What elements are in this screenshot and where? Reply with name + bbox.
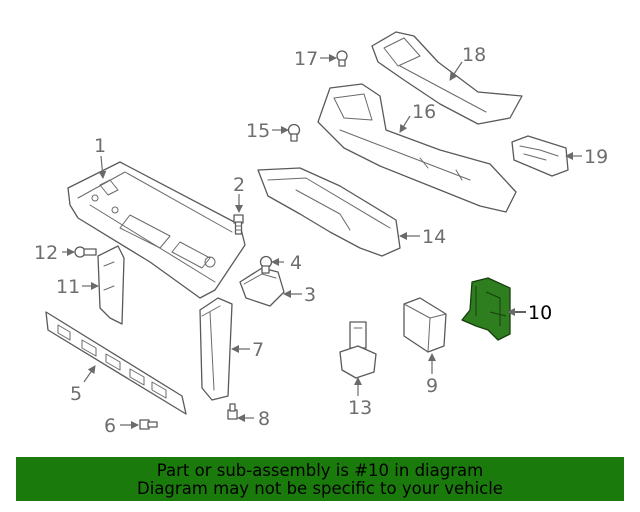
leader-18 — [449, 61, 463, 81]
callout-15[interactable]: 15 — [246, 120, 270, 142]
callout-7[interactable]: 7 — [252, 339, 264, 361]
callout-2[interactable]: 2 — [233, 174, 245, 196]
part-4-clip[interactable] — [259, 255, 273, 274]
part-12-bolt[interactable] — [74, 246, 97, 258]
part-5-lower-tie-bar[interactable] — [45, 311, 187, 415]
callout-8[interactable]: 8 — [258, 408, 270, 430]
callout-4[interactable]: 4 — [290, 252, 302, 274]
part-9-module[interactable] — [403, 297, 447, 353]
leader-lines — [62, 54, 582, 429]
callout-13[interactable]: 13 — [348, 397, 372, 419]
callout-11[interactable]: 11 — [56, 276, 80, 298]
callout-14[interactable]: 14 — [422, 226, 446, 248]
callout-16[interactable]: 16 — [412, 101, 436, 123]
info-banner: Part or sub-assembly is #10 in diagram D… — [16, 457, 624, 501]
callout-12[interactable]: 12 — [34, 242, 58, 264]
parts-diagram: 1 2 3 4 5 6 7 8 9 10 11 12 13 14 15 16 1… — [34, 31, 608, 437]
callout-10[interactable]: 10 — [528, 302, 552, 324]
part-18-top-cover[interactable] — [371, 31, 523, 125]
callout-3[interactable]: 3 — [304, 284, 316, 306]
part-13-sensor[interactable] — [339, 321, 377, 379]
part-6-bolt[interactable] — [139, 419, 158, 430]
callout-18[interactable]: 18 — [462, 44, 486, 66]
part-8-bolt[interactable] — [227, 403, 238, 420]
part-19-duct[interactable] — [511, 135, 569, 177]
part-2-bolt[interactable] — [233, 214, 244, 235]
callout-6[interactable]: 6 — [104, 415, 116, 437]
leader-1 — [98, 155, 107, 179]
callout-19[interactable]: 19 — [584, 146, 608, 168]
callout-17[interactable]: 17 — [294, 48, 318, 70]
banner-line-1: Part or sub-assembly is #10 in diagram — [156, 461, 484, 480]
callout-5[interactable]: 5 — [70, 383, 82, 405]
part-14-air-guide-lower[interactable] — [257, 167, 401, 257]
leader-16 — [399, 115, 411, 133]
part-10-bracket-highlighted[interactable] — [461, 277, 511, 341]
part-15-screw[interactable] — [287, 123, 301, 142]
callout-labels: 1 2 3 4 5 6 7 8 9 10 11 12 13 14 15 16 1… — [34, 44, 608, 437]
leader-5 — [83, 365, 96, 383]
callout-1[interactable]: 1 — [94, 135, 106, 157]
part-1-radiator-support[interactable] — [67, 161, 246, 299]
banner-line-2: Diagram may not be specific to your vehi… — [137, 479, 503, 498]
part-11-brace[interactable] — [97, 245, 125, 325]
part-16-air-guide-upper[interactable] — [317, 83, 517, 213]
part-3-cover[interactable] — [239, 267, 285, 307]
part-17-screw[interactable] — [336, 50, 348, 67]
part-7-side-member[interactable] — [199, 297, 233, 401]
callout-9[interactable]: 9 — [426, 375, 438, 397]
